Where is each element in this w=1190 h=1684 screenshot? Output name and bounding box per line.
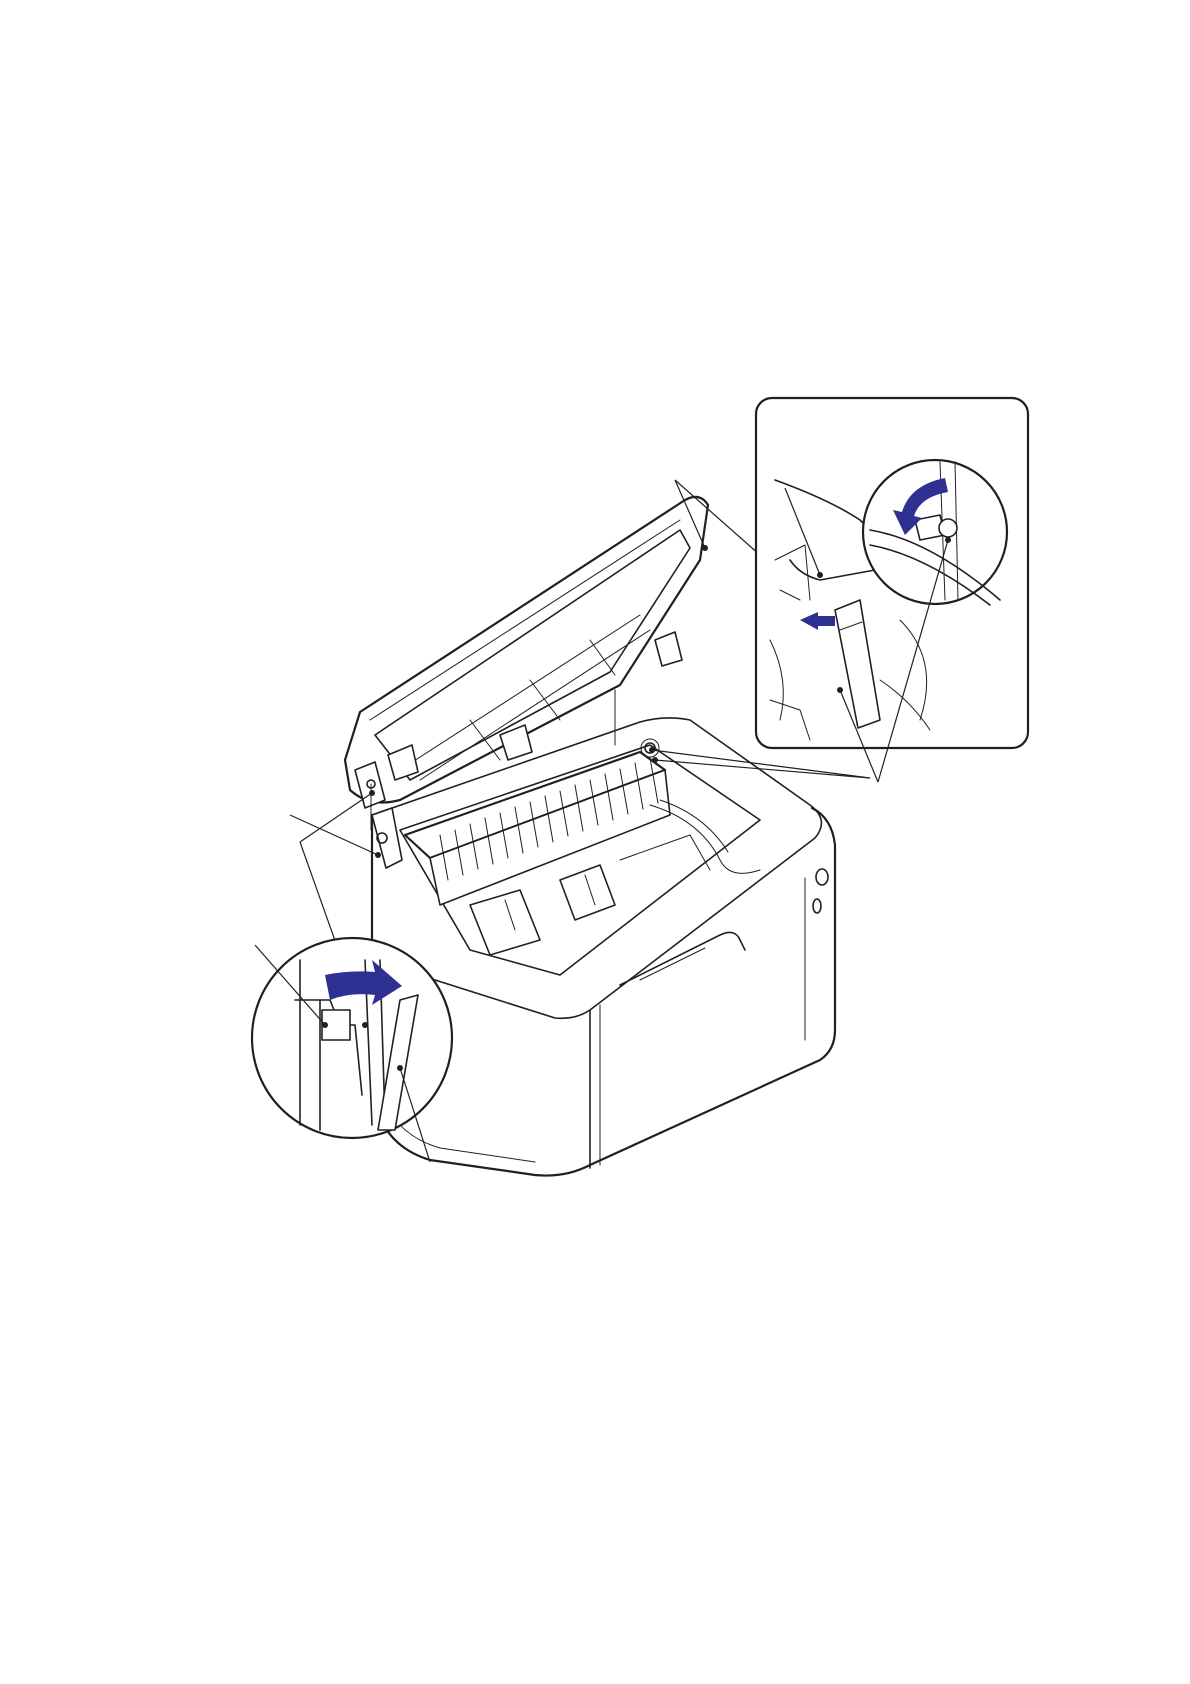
inset-right bbox=[756, 398, 1028, 782]
